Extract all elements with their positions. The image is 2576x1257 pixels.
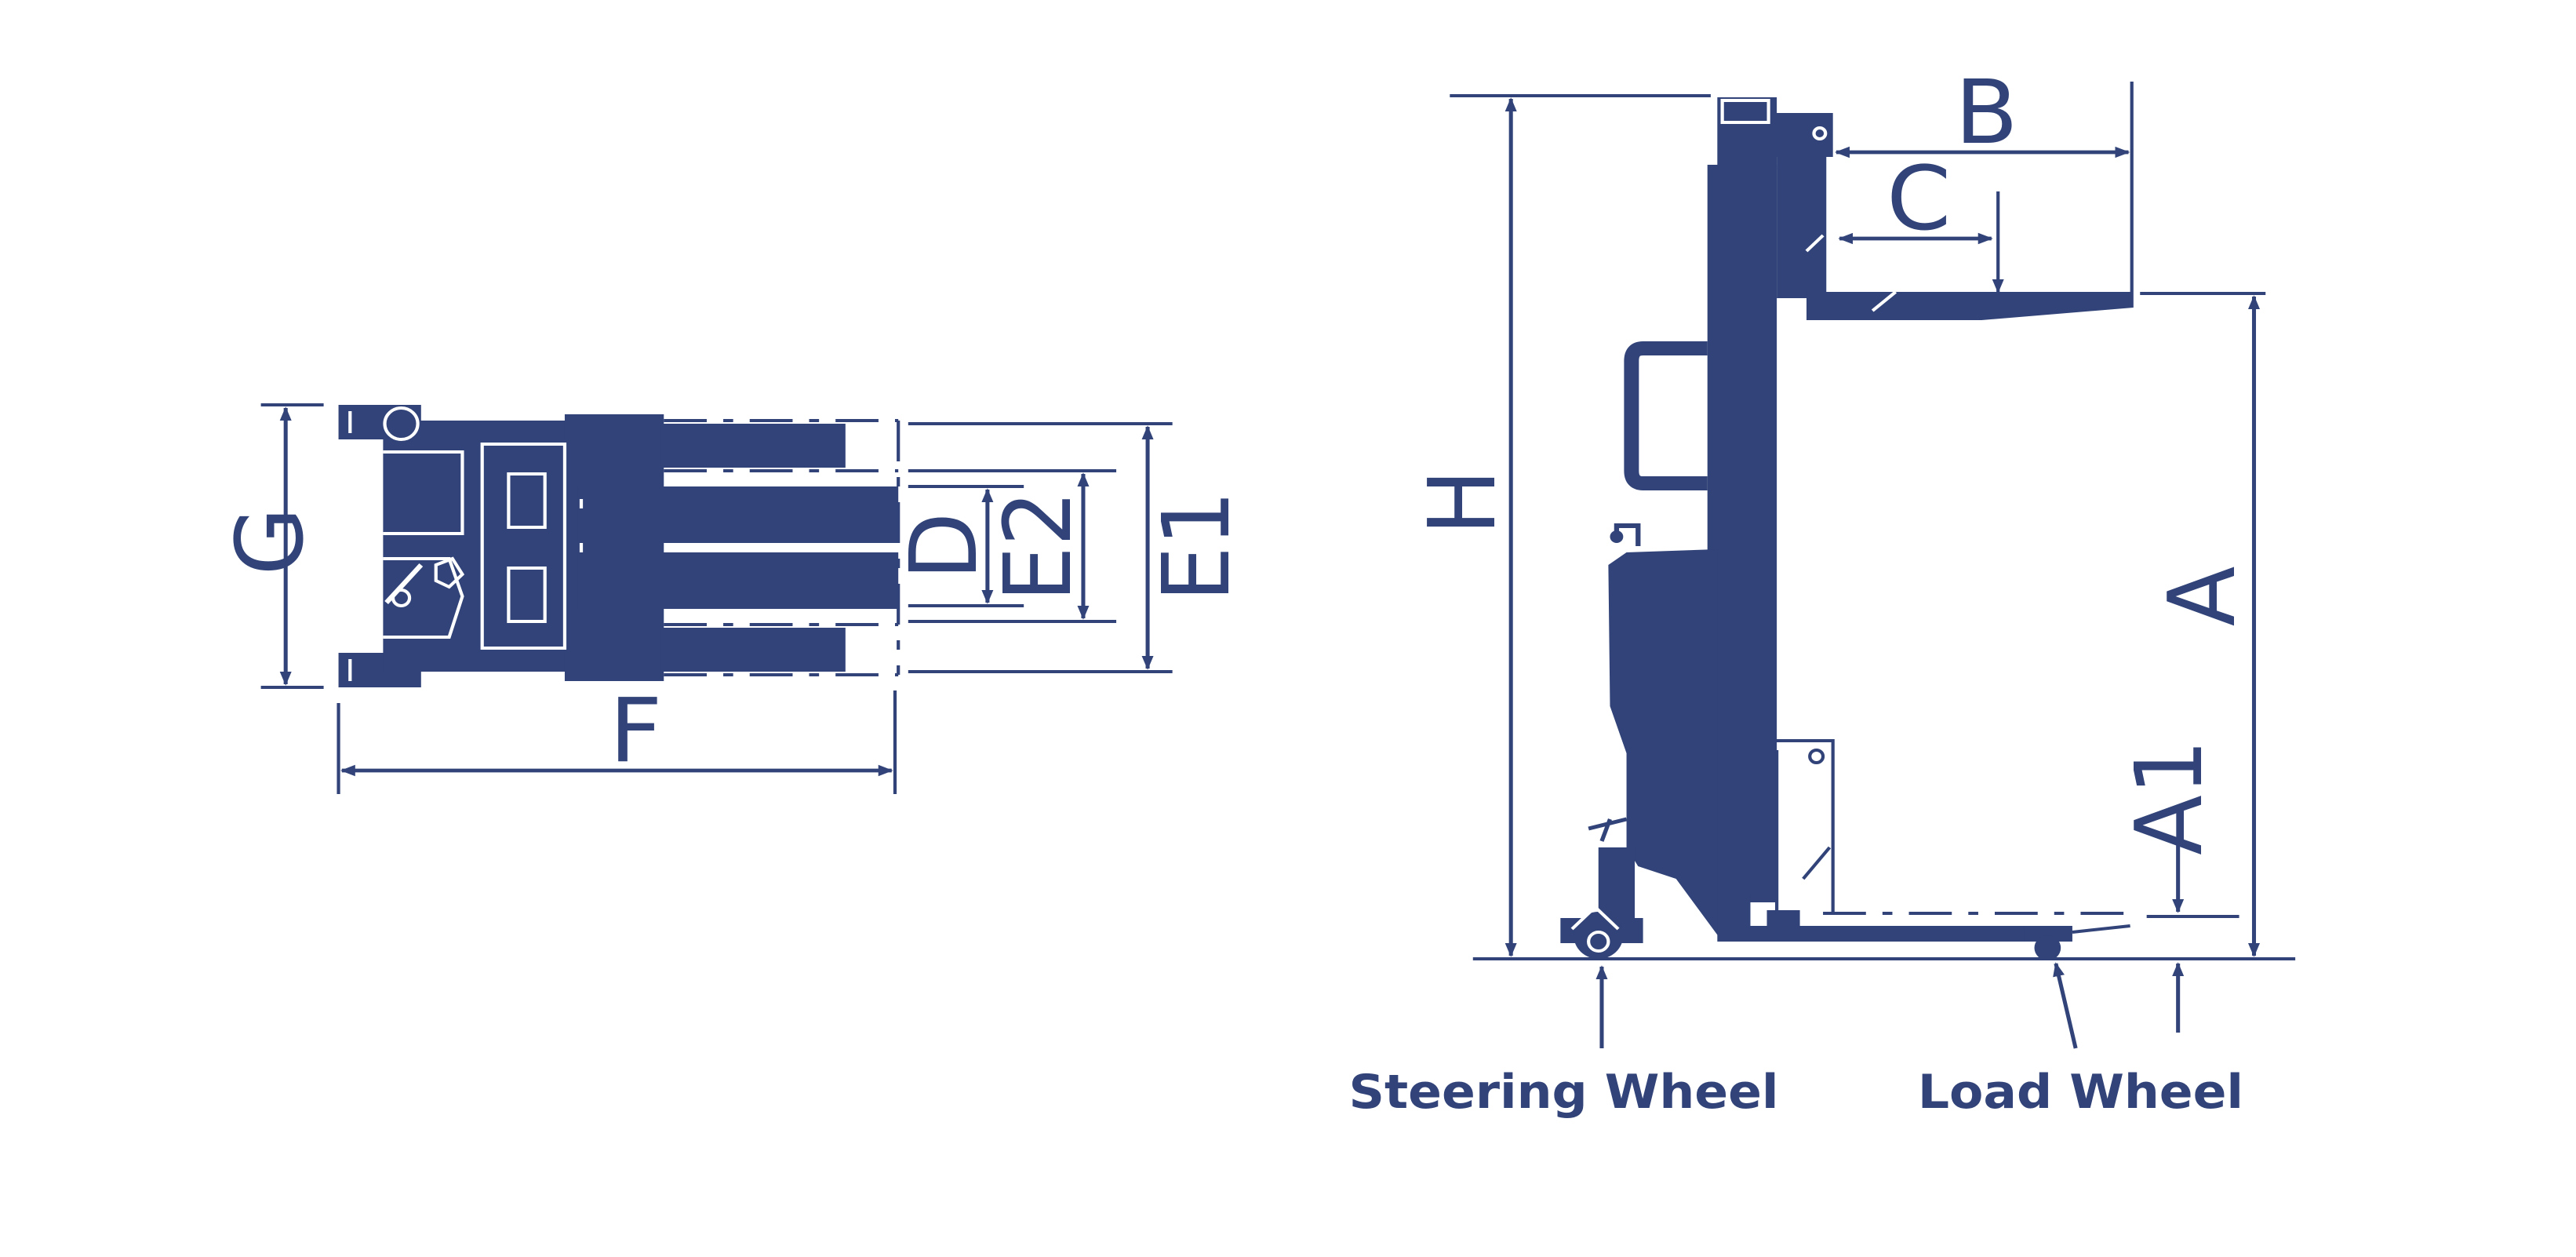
top-view-fork-extension-lines: [664, 419, 901, 676]
dimension-d-label: D: [890, 512, 998, 580]
dimension-h: H: [1409, 94, 1711, 957]
load-wheel-callout: Load Wheel: [1918, 962, 2243, 1120]
steering-wheel-callout: Steering Wheel: [1349, 965, 1779, 1120]
dimension-a1-label: A1: [2116, 739, 2223, 855]
dimension-h-label: H: [1409, 469, 1516, 535]
dimension-f: F: [337, 680, 897, 794]
steering-wheel-label: Steering Wheel: [1349, 1064, 1779, 1119]
top-view: G F D E2 E1: [217, 403, 1251, 794]
dimension-e2-label: E2: [984, 490, 1092, 602]
dimension-e1: E1: [908, 422, 1251, 673]
load-wheel-label: Load Wheel: [1918, 1064, 2243, 1119]
dimension-a1: A1: [2116, 739, 2239, 1033]
dimension-c-label: C: [1887, 148, 1951, 251]
dimension-e2: E2: [908, 469, 1117, 623]
dimension-a-label: A: [2149, 567, 2257, 627]
dimension-e1-label: E1: [1144, 490, 1251, 602]
dimension-g-label: G: [217, 508, 325, 576]
dimension-c: C: [1838, 148, 2004, 293]
dimension-f-label: F: [609, 680, 663, 783]
dimension-b: B: [1835, 62, 2134, 292]
top-view-body: [338, 405, 899, 687]
side-view-body: [1560, 97, 2134, 960]
side-view: H B C A A1 Steering: [1349, 62, 2296, 1120]
dimension-d: D: [890, 485, 1024, 607]
dimension-a: A: [2140, 292, 2266, 957]
dimension-g: G: [217, 403, 325, 689]
dimension-b-label: B: [1955, 62, 2018, 165]
